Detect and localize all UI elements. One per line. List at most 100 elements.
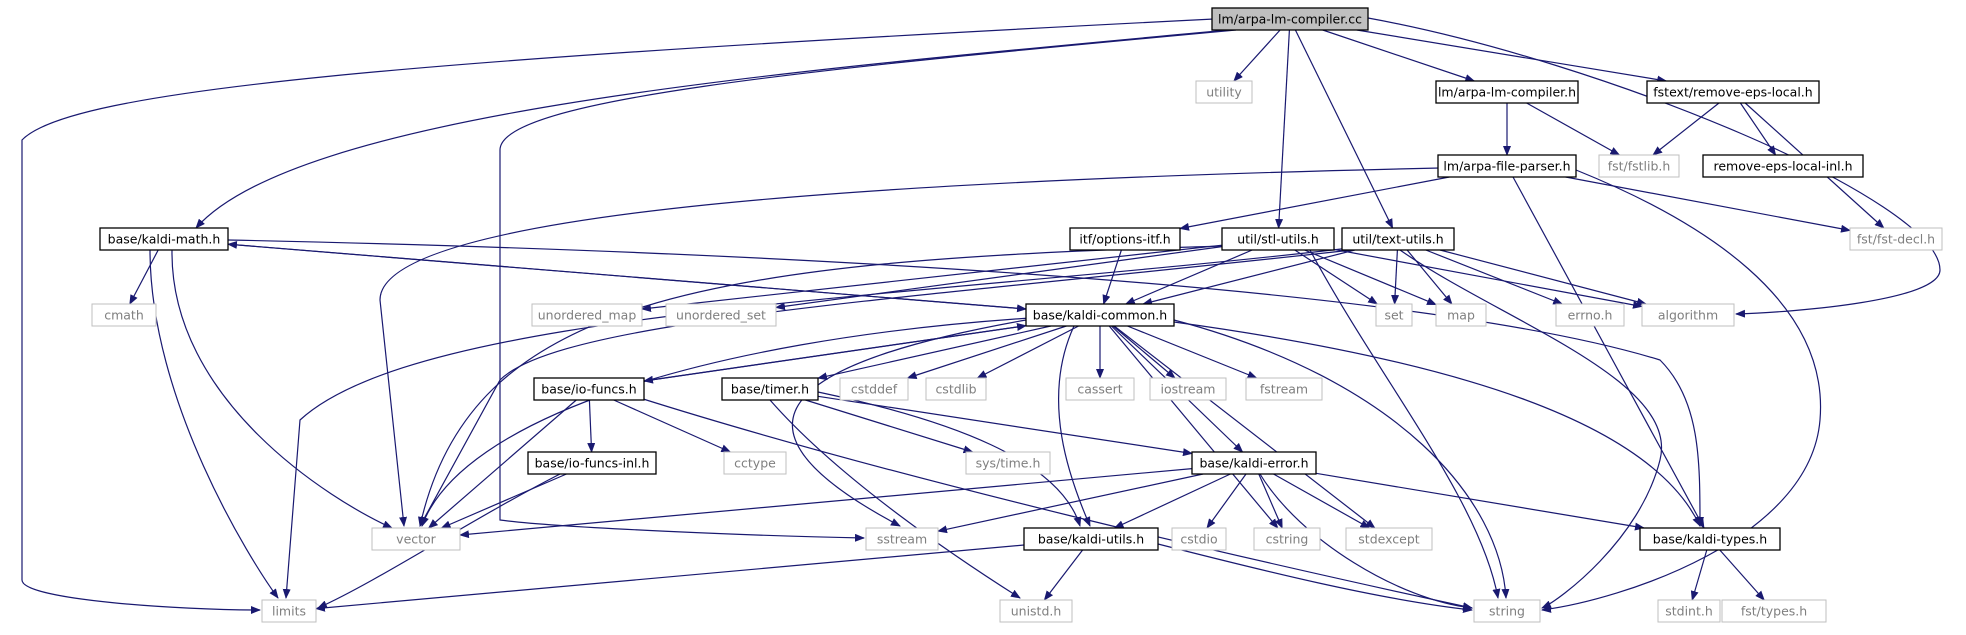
node-box: [723, 451, 787, 475]
node-text-utils[interactable]: util/text-utils.h: [1341, 227, 1455, 251]
node-algorithm: algorithm: [1641, 303, 1735, 327]
edge-stl-utils-to-unordered-set: [775, 246, 1223, 311]
node-box: [1191, 451, 1317, 475]
node-label: lm/arpa-lm-compiler.h: [1438, 85, 1576, 100]
node-box: [1639, 527, 1781, 551]
node-sstream: sstream: [865, 527, 939, 551]
node-box: [91, 303, 157, 327]
edge-root-to-kaldi-math: [195, 29, 1229, 229]
node-options-itf[interactable]: itf/options-itf.h: [1069, 227, 1181, 251]
node-label: unordered_set: [676, 308, 766, 323]
node-cstring: cstring: [1253, 527, 1321, 551]
node-box: [1641, 303, 1735, 327]
edge-kaldi-utils-to-limits: [315, 544, 1025, 612]
edge-kaldi-common-to-timer: [817, 325, 1052, 381]
node-label: base/kaldi-error.h: [1199, 456, 1308, 471]
node-remove-eps-local-inl[interactable]: remove-eps-local-inl.h: [1702, 154, 1864, 178]
node-cctype: cctype: [723, 451, 787, 475]
edge-text-utils-to-algorithm: [1439, 249, 1647, 306]
node-kaldi-types[interactable]: base/kaldi-types.h: [1639, 527, 1781, 551]
node-box: [1657, 599, 1721, 623]
node-label: base/timer.h: [731, 382, 809, 397]
edge-text-utils-to-map: [1406, 249, 1453, 305]
edge-kaldi-error-to-string: [1259, 473, 1473, 611]
edge-arpa-file-parser-to-string: [1541, 169, 1822, 613]
edge-stl-utils-to-unordered-map: [641, 244, 1223, 312]
edge-arpa-file-parser-to-options-itf: [1179, 176, 1450, 231]
node-box: [1702, 154, 1864, 178]
node-box: [371, 527, 461, 551]
node-kaldi-utils[interactable]: base/kaldi-utils.h: [1023, 527, 1159, 551]
node-remove-eps-local[interactable]: fstext/remove-eps-local.h: [1646, 80, 1820, 104]
node-box: [1721, 599, 1827, 623]
node-stl-utils[interactable]: util/stl-utils.h: [1221, 227, 1335, 251]
node-label: util/stl-utils.h: [1237, 232, 1319, 247]
node-label: util/text-utils.h: [1352, 232, 1443, 247]
node-label: lm/arpa-file-parser.h: [1443, 159, 1570, 174]
node-label: cmath: [104, 308, 144, 323]
edge-kaldi-types-to-stdint: [1690, 549, 1708, 601]
node-label: string: [1489, 604, 1525, 619]
node-label: sys/time.h: [976, 456, 1041, 471]
node-string: string: [1473, 599, 1541, 623]
node-label: algorithm: [1658, 308, 1718, 323]
edge-kaldi-common-to-string: [1173, 319, 1510, 599]
edge-io-funcs-to-vector: [427, 399, 577, 529]
node-label: map: [1447, 308, 1475, 323]
edge-kaldi-error-to-cstring: [1258, 473, 1283, 529]
edge-stl-utils-to-string: [1309, 249, 1501, 599]
node-label: cstring: [1266, 532, 1309, 547]
edge-kaldi-common-to-cstdlib: [976, 325, 1079, 379]
edge-kaldi-common-to-stdexcept: [1113, 325, 1376, 529]
node-io-funcs[interactable]: base/io-funcs.h: [533, 377, 645, 401]
edge-kaldi-common-to-kaldi-utils: [1057, 325, 1091, 527]
edge-stl-utils-to-map: [1304, 249, 1437, 306]
node-box: [1171, 527, 1227, 551]
node-unordered-set: unordered_set: [665, 303, 777, 327]
node-timer[interactable]: base/timer.h: [721, 377, 819, 401]
edge-arpa-file-parser-to-fst-decl: [1565, 176, 1851, 233]
edge-kaldi-utils-to-string: [1157, 543, 1473, 614]
node-label: fst/types.h: [1741, 604, 1807, 619]
node-label: itf/options-itf.h: [1079, 232, 1170, 247]
edge-kaldi-types-to-fst-types: [1719, 549, 1765, 601]
node-arpa-file-parser[interactable]: lm/arpa-file-parser.h: [1437, 154, 1577, 178]
node-box: [1023, 527, 1159, 551]
node-label: base/kaldi-common.h: [1033, 308, 1167, 323]
edge-io-funcs-to-kaldi-common: [643, 323, 1027, 382]
node-box: [925, 377, 987, 401]
edge-kaldi-common-to-kaldi-math: [227, 240, 1027, 310]
node-box: [1211, 7, 1369, 31]
node-cstdlib: cstdlib: [925, 377, 987, 401]
node-label: set: [1384, 308, 1403, 323]
node-label: fstream: [1260, 382, 1308, 397]
edge-text-utils-to-errno: [1425, 249, 1564, 305]
edge-options-itf-to-kaldi-common: [1102, 249, 1122, 305]
node-kaldi-common[interactable]: base/kaldi-common.h: [1025, 303, 1175, 327]
edge-kaldi-common-to-kaldi-types: [1173, 321, 1701, 527]
node-root[interactable]: lm/arpa-lm-compiler.cc: [1211, 7, 1369, 31]
node-box: [1435, 303, 1487, 327]
node-errno: errno.h: [1555, 303, 1625, 327]
node-box: [1065, 377, 1135, 401]
edge-kaldi-math-to-vector: [171, 249, 393, 529]
node-box: [1375, 303, 1413, 327]
node-fstlib: fst/fstlib.h: [1598, 154, 1680, 178]
node-kaldi-math[interactable]: base/kaldi-math.h: [99, 227, 229, 251]
edge-lm-compiler-h-to-fstlib: [1526, 102, 1621, 156]
node-box: [1598, 154, 1680, 178]
node-label: base/kaldi-math.h: [108, 232, 221, 247]
node-label: cassert: [1077, 382, 1122, 397]
node-lm-compiler-h[interactable]: lm/arpa-lm-compiler.h: [1435, 80, 1579, 104]
edge-root-to-stl-utils: [1275, 29, 1290, 229]
node-box: [1555, 303, 1625, 327]
node-label: base/io-funcs.h: [541, 382, 636, 397]
node-box: [1195, 80, 1253, 104]
node-io-funcs-inl[interactable]: base/io-funcs-inl.h: [527, 451, 657, 475]
edge-kaldi-common-to-vector: [421, 317, 1031, 527]
node-kaldi-error[interactable]: base/kaldi-error.h: [1191, 451, 1317, 475]
node-label: stdexcept: [1358, 532, 1419, 547]
node-label: errno.h: [1568, 308, 1613, 323]
